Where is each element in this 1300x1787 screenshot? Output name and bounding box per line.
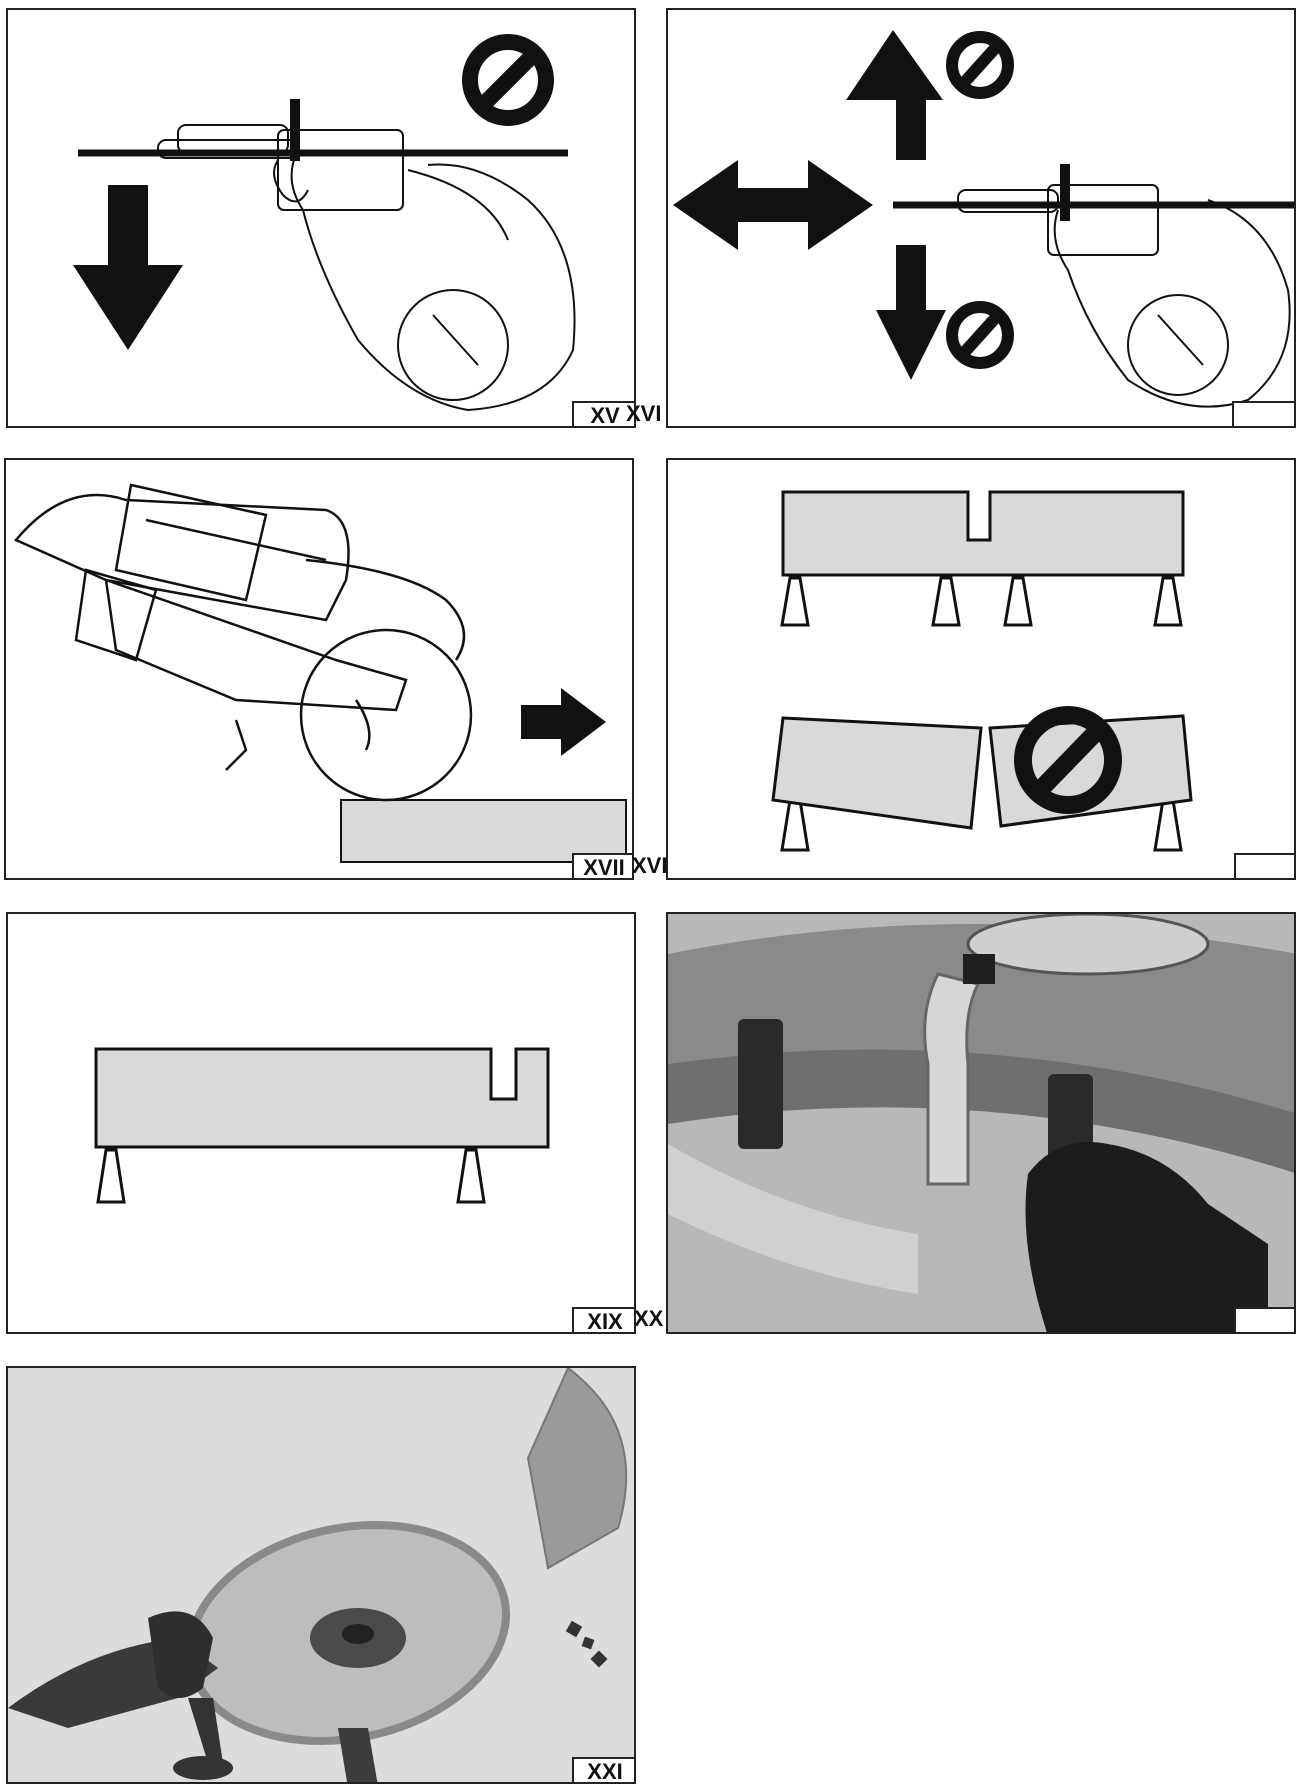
- operator-drawing: [273, 149, 576, 412]
- arrow-down-icon: [876, 245, 946, 380]
- figure-xix-drawing: [94, 1047, 550, 1204]
- arrow-horizontal-icon: [673, 160, 873, 250]
- figure-label-xx-overlap: XX: [634, 1306, 664, 1331]
- arrow-up-icon: [846, 30, 943, 160]
- prohibition-icon: [946, 301, 1014, 369]
- prohibition-icon: [462, 34, 554, 126]
- figure-xvii-drawing: [13, 483, 627, 863]
- support-stands: [780, 576, 1183, 852]
- arrow-right-icon: [521, 688, 606, 756]
- figure-xvi-drawing: [673, 30, 1294, 408]
- figure-label-xviii-box: [1234, 853, 1294, 878]
- workpiece-block: [781, 490, 1185, 577]
- cutoff-saw-drawing: [13, 483, 473, 802]
- prohibition-icon: [946, 31, 1014, 99]
- figure-label-xix: XIX: [572, 1307, 634, 1332]
- figure-xxi-photo: XXI: [6, 1366, 636, 1784]
- arrow-down-icon: [73, 185, 183, 350]
- broken-block-left: [771, 716, 983, 830]
- figure-label-xv: XV: [572, 401, 634, 426]
- figure-xv-drawing: [73, 34, 576, 412]
- figure-label-xxi: XXI: [572, 1757, 634, 1782]
- figure-xviii-drawing: [771, 490, 1193, 852]
- operator-drawing: [1053, 199, 1291, 408]
- figure-label-xvi-box: [1232, 401, 1294, 426]
- figure-label-xvi-overlap: XVI: [626, 401, 662, 426]
- saw-drawing: [957, 164, 1159, 256]
- figure-xvii: XVII: [4, 458, 634, 880]
- support-stands: [96, 1148, 486, 1204]
- figure-xvi: [666, 8, 1296, 428]
- figure-label-xx-box: [1234, 1307, 1294, 1332]
- figure-xix: XIX: [6, 912, 636, 1334]
- figure-xviii: [666, 458, 1296, 880]
- workpiece-block: [94, 1047, 550, 1149]
- figure-xv: XV: [6, 8, 636, 428]
- saw-drawing: [157, 99, 404, 211]
- figure-xx-photo: [666, 912, 1296, 1334]
- figure-xx-illustration: [668, 914, 1294, 1332]
- workpiece-block: [340, 799, 627, 863]
- figure-label-xvii: XVII: [572, 853, 632, 878]
- figure-xxi-illustration: [8, 1368, 634, 1782]
- prohibition-icon: [1014, 706, 1122, 814]
